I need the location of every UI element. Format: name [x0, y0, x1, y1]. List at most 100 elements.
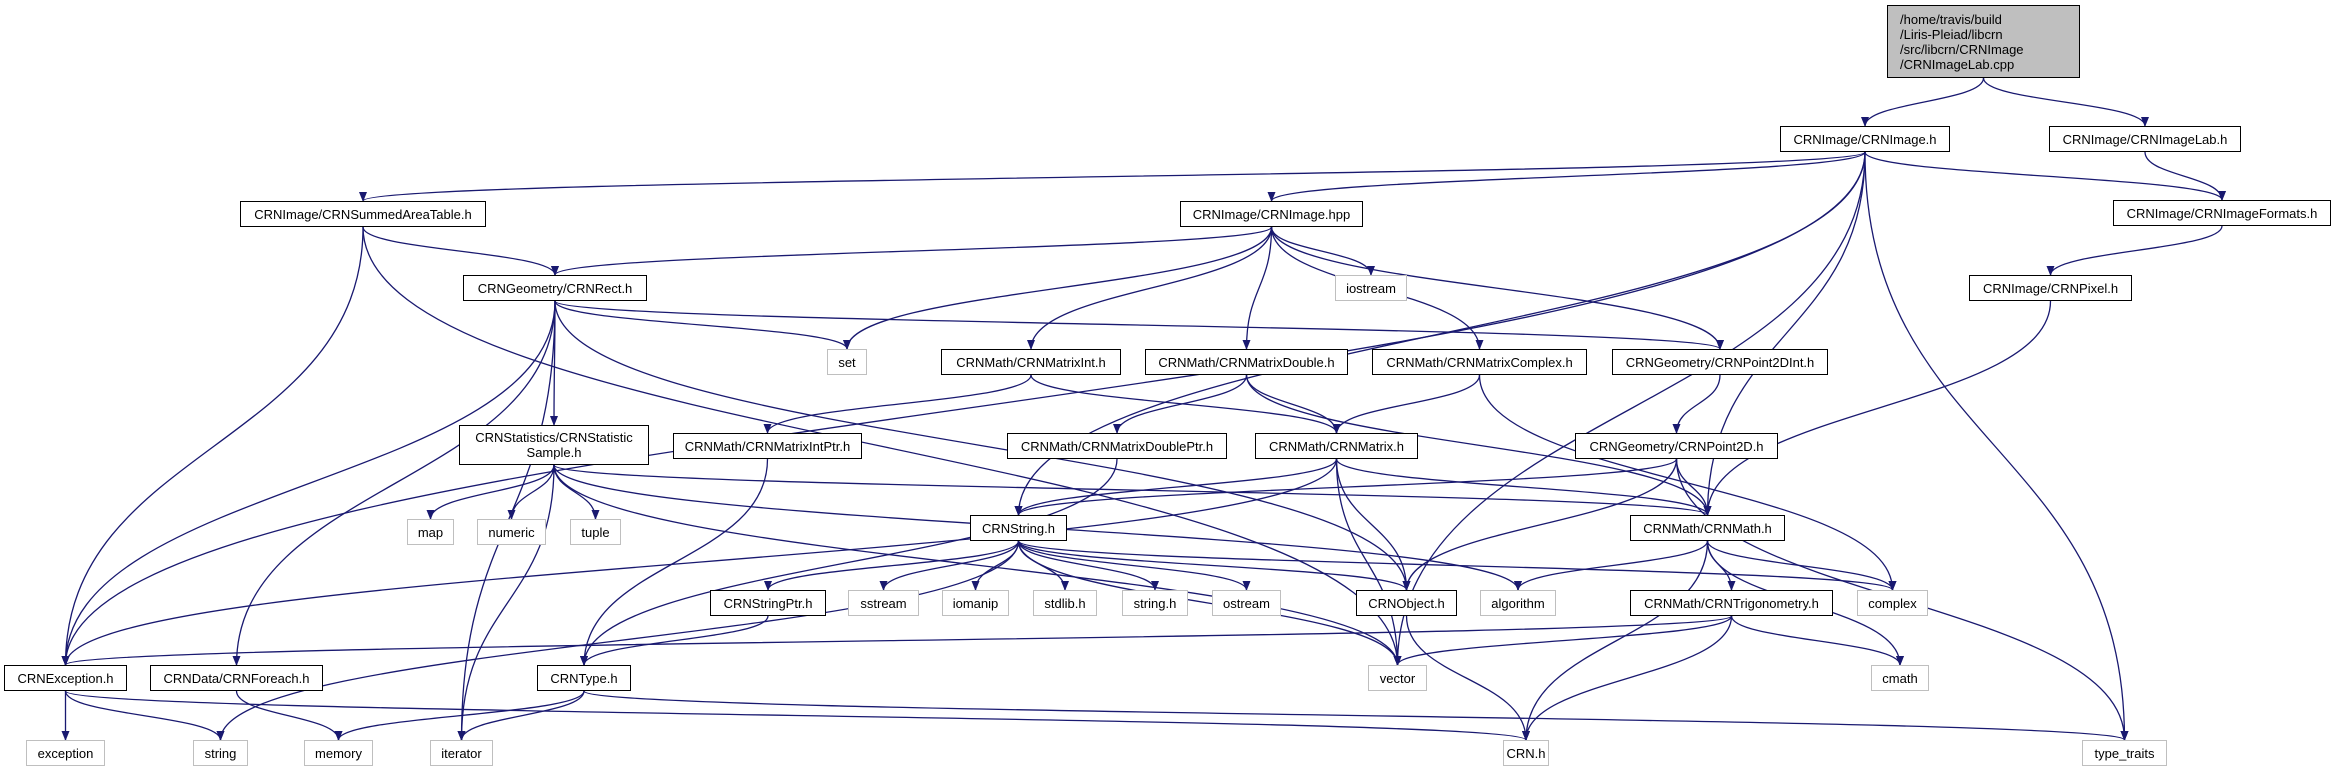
node-label: /home/travis/build /Liris-Pleiad/libcrn …: [1900, 11, 2024, 72]
node-matint[interactable]: CRNMath/CRNMatrixInt.h: [941, 349, 1121, 375]
edge-p2d-to-object: [1402, 458, 1678, 591]
edge-statsample-to-math: [553, 464, 1712, 516]
node-trig[interactable]: CRNMath/CRNTrigonometry.h: [1630, 590, 1833, 616]
edge-trig-to-vector: [1393, 615, 1733, 666]
edge-string_h-to-ostream: [1017, 540, 1251, 591]
edge-string_h-to-complex: [1017, 540, 1897, 591]
node-formats[interactable]: CRNImage/CRNImageFormats.h: [2113, 200, 2331, 226]
node-statsample[interactable]: CRNStatistics/CRNStatistic Sample.h: [459, 425, 649, 465]
node-object[interactable]: CRNObject.h: [1356, 590, 1457, 616]
edge-image_hpp-to-set: [843, 226, 1273, 350]
edge-string_h-to-object: [1017, 540, 1411, 591]
node-label: CRNGeometry/CRNPoint2D.h: [1589, 438, 1764, 454]
edge-type-to-iterator: [457, 690, 585, 741]
node-p2dint[interactable]: CRNGeometry/CRNPoint2DInt.h: [1612, 349, 1828, 375]
node-label: CRNGeometry/CRNPoint2DInt.h: [1625, 354, 1815, 370]
node-label: cmath: [1882, 670, 1918, 686]
edge-image_hpp-to-rect: [551, 226, 1273, 276]
edge-matcomplex-to-matrix: [1332, 374, 1481, 434]
edge-matrix-to-math: [1335, 458, 1712, 516]
node-matdouble[interactable]: CRNMath/CRNMatrixDouble.h: [1145, 349, 1348, 375]
node-label: CRN.h: [1506, 745, 1546, 761]
edge-formats-to-pixel: [2046, 225, 2223, 276]
edge-type-to-type_traits: [583, 690, 2128, 741]
edge-matcomplex-to-complex: [1478, 374, 1897, 591]
node-p2d[interactable]: CRNGeometry/CRNPoint2D.h: [1575, 433, 1778, 459]
edge-image_hpp-to-p2dint: [1270, 226, 1724, 350]
edge-math-to-algorithm: [1514, 540, 1709, 591]
node-matrix[interactable]: CRNMath/CRNMatrix.h: [1255, 433, 1418, 459]
edge-matdoubleptr-to-type: [580, 458, 1118, 666]
edge-image_h-to-summed: [359, 151, 1866, 202]
edge-exception_h-to-string: [64, 690, 225, 741]
node-image-hpp[interactable]: CRNImage/CRNImage.hpp: [1180, 201, 1363, 227]
node-matdoubleptr[interactable]: CRNMath/CRNMatrixDoublePtr.h: [1007, 433, 1227, 459]
node-label: CRNImage/CRNImage.hpp: [1192, 206, 1351, 222]
edge-rect-to-p2dint: [554, 300, 1724, 350]
node-cmath: cmath: [1871, 665, 1929, 691]
node-pixel[interactable]: CRNImage/CRNPixel.h: [1969, 275, 2132, 301]
edge-image_h-to-math: [1703, 151, 1866, 516]
edge-object-to-crn: [1405, 615, 1530, 741]
node-label: CRNObject.h: [1368, 595, 1445, 611]
edge-math-to-crn: [1522, 540, 1709, 741]
edge-matdouble-to-math: [1245, 374, 1712, 516]
node-label: CRNMath/CRNMath.h: [1643, 520, 1772, 536]
node-math[interactable]: CRNMath/CRNMath.h: [1630, 515, 1785, 541]
edge-foreach-to-memory: [235, 690, 343, 741]
node-label: algorithm: [1491, 595, 1545, 611]
edge-matrix-to-vector: [1335, 458, 1402, 666]
node-ostream: ostream: [1212, 590, 1281, 616]
node-rect[interactable]: CRNGeometry/CRNRect.h: [463, 275, 647, 301]
node-label: numeric: [488, 524, 535, 540]
node-label: map: [417, 524, 444, 540]
edge-statsample-to-map: [426, 464, 555, 520]
edge-image_h-to-vector: [1393, 151, 1866, 666]
edge-image_h-to-image_hpp: [1267, 151, 1866, 202]
node-set: set: [827, 349, 867, 375]
node-complex: complex: [1857, 590, 1928, 616]
node-label: string.h: [1133, 595, 1177, 611]
node-iterator: iterator: [430, 740, 493, 766]
node-stringptr[interactable]: CRNStringPtr.h: [710, 590, 826, 616]
edge-imagelab_h-to-formats: [2144, 151, 2226, 201]
edge-rect-to-object: [554, 300, 1411, 591]
node-label: CRNGeometry/CRNRect.h: [477, 280, 633, 296]
node-label: complex: [1868, 595, 1917, 611]
node-matintptr[interactable]: CRNMath/CRNMatrixIntPtr.h: [673, 433, 862, 459]
node-label: CRNImage/CRNImageLab.h: [2062, 131, 2228, 147]
node-cstring-h: string.h: [1122, 590, 1188, 616]
edge-matrix-to-string_h: [1014, 458, 1338, 516]
node-sstream: sstream: [848, 590, 919, 616]
edge-trig-to-cmath: [1730, 615, 1904, 666]
edge-image_h-to-formats: [1864, 151, 2226, 201]
node-matcomplex[interactable]: CRNMath/CRNMatrixComplex.h: [1372, 349, 1587, 375]
edge-p2dint-to-p2d: [1672, 374, 1721, 434]
edge-summed-to-rect: [362, 226, 559, 276]
node-label: sstream: [860, 595, 907, 611]
node-foreach[interactable]: CRNData/CRNForeach.h: [150, 665, 323, 691]
node-label: CRNData/CRNForeach.h: [163, 670, 310, 686]
node-label: iterator: [441, 745, 482, 761]
edge-rect-to-exception_h: [61, 300, 556, 666]
node-label: CRNType.h: [550, 670, 618, 686]
edge-statsample-to-numeric: [507, 464, 555, 520]
edge-root-to-image_h: [1861, 77, 1985, 127]
node-summed[interactable]: CRNImage/CRNSummedAreaTable.h: [240, 201, 486, 227]
node-string: string: [193, 740, 248, 766]
node-label: CRNMath/CRNMatrix.h: [1268, 438, 1405, 454]
node-label: iostream: [1346, 280, 1396, 296]
node-string-h[interactable]: CRNString.h: [970, 515, 1067, 541]
node-image-h[interactable]: CRNImage/CRNImage.h: [1780, 126, 1950, 152]
node-label: exception: [37, 745, 94, 761]
node-numeric: numeric: [477, 519, 546, 545]
edge-root-to-imagelab_h: [1982, 77, 2149, 127]
node-imagelab-h[interactable]: CRNImage/CRNImageLab.h: [2049, 126, 2241, 152]
node-iomanip: iomanip: [942, 590, 1009, 616]
edge-matrix-to-object: [1335, 458, 1411, 591]
edge-summed-to-exception_h: [61, 226, 364, 666]
node-type[interactable]: CRNType.h: [537, 665, 631, 691]
node-label: CRNMath/CRNTrigonometry.h: [1644, 595, 1819, 611]
node-exception-h[interactable]: CRNException.h: [4, 665, 127, 691]
